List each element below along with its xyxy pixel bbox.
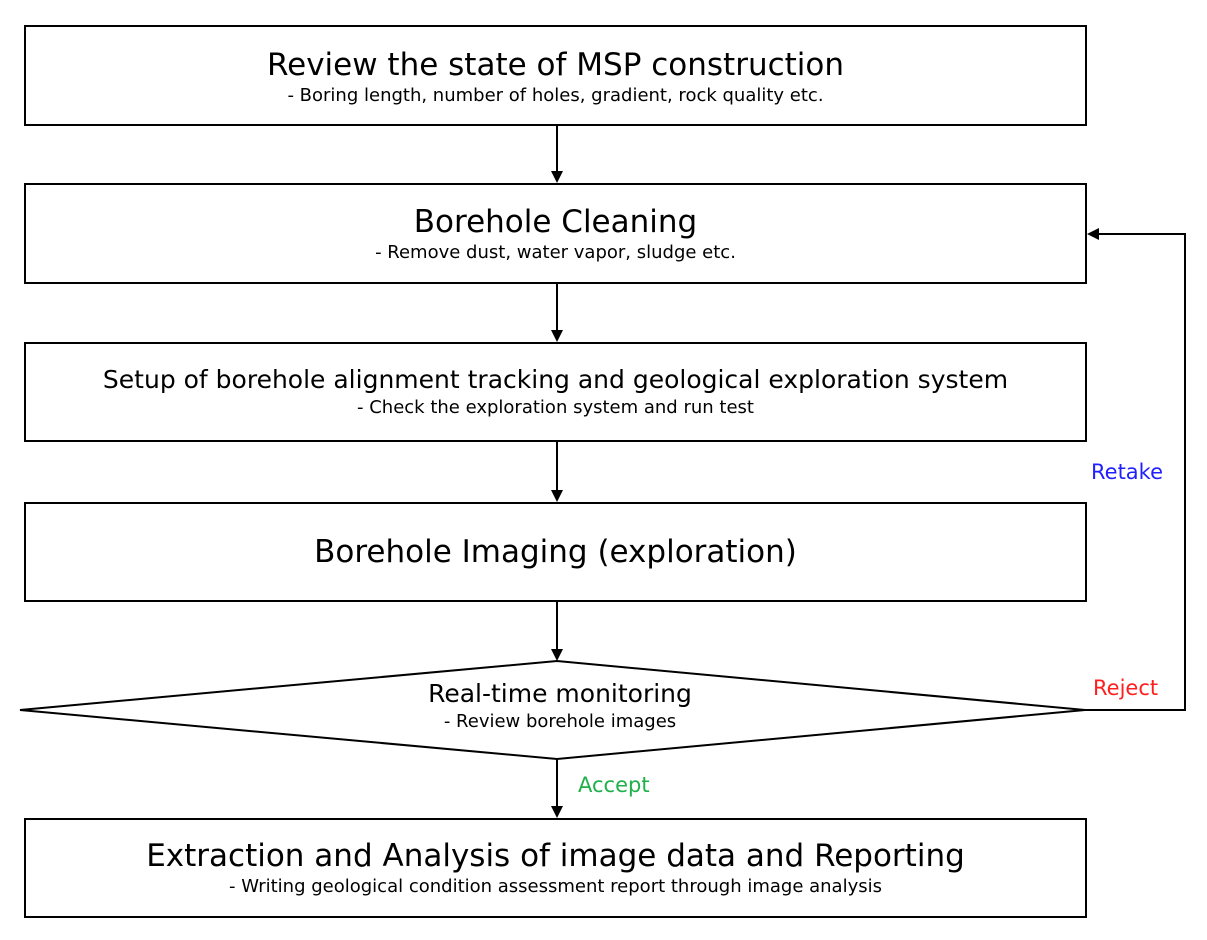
step-title: Borehole Imaging (exploration) [314,534,797,570]
edge-label-retake: Retake [1091,460,1164,484]
decision-title: Real-time monitoring [428,679,692,708]
edge-label-reject: Reject [1093,676,1159,700]
step-subtitle: - Boring length, number of holes, gradie… [287,84,824,106]
step-subtitle: - Remove dust, water vapor, sludge etc. [375,241,736,263]
step-title: Review the state of MSP construction [266,46,845,83]
step-subtitle: - Check the exploration system and run t… [357,397,754,418]
step-extraction-reporting: Extraction and Analysis of image data an… [24,818,1087,918]
decision-diamond [19,659,1086,761]
edge-label-accept: Accept [578,773,650,797]
step-subtitle: - Writing geological condition assessmen… [229,876,882,897]
step-setup-system: Setup of borehole alignment tracking and… [24,342,1087,442]
step-review-msp: Review the state of MSP construction - B… [24,25,1087,126]
step-borehole-imaging: Borehole Imaging (exploration) [24,502,1087,602]
step-title: Borehole Cleaning [413,203,698,240]
decision-label: Real-time monitoring - Review borehole i… [300,678,820,734]
step-borehole-cleaning: Borehole Cleaning - Remove dust, water v… [24,183,1087,284]
retake-loop-line [1085,228,1186,711]
decision-subtitle: - Review borehole images [443,711,677,732]
step-title: Setup of borehole alignment tracking and… [102,365,1009,394]
step-title: Extraction and Analysis of image data an… [146,838,965,874]
